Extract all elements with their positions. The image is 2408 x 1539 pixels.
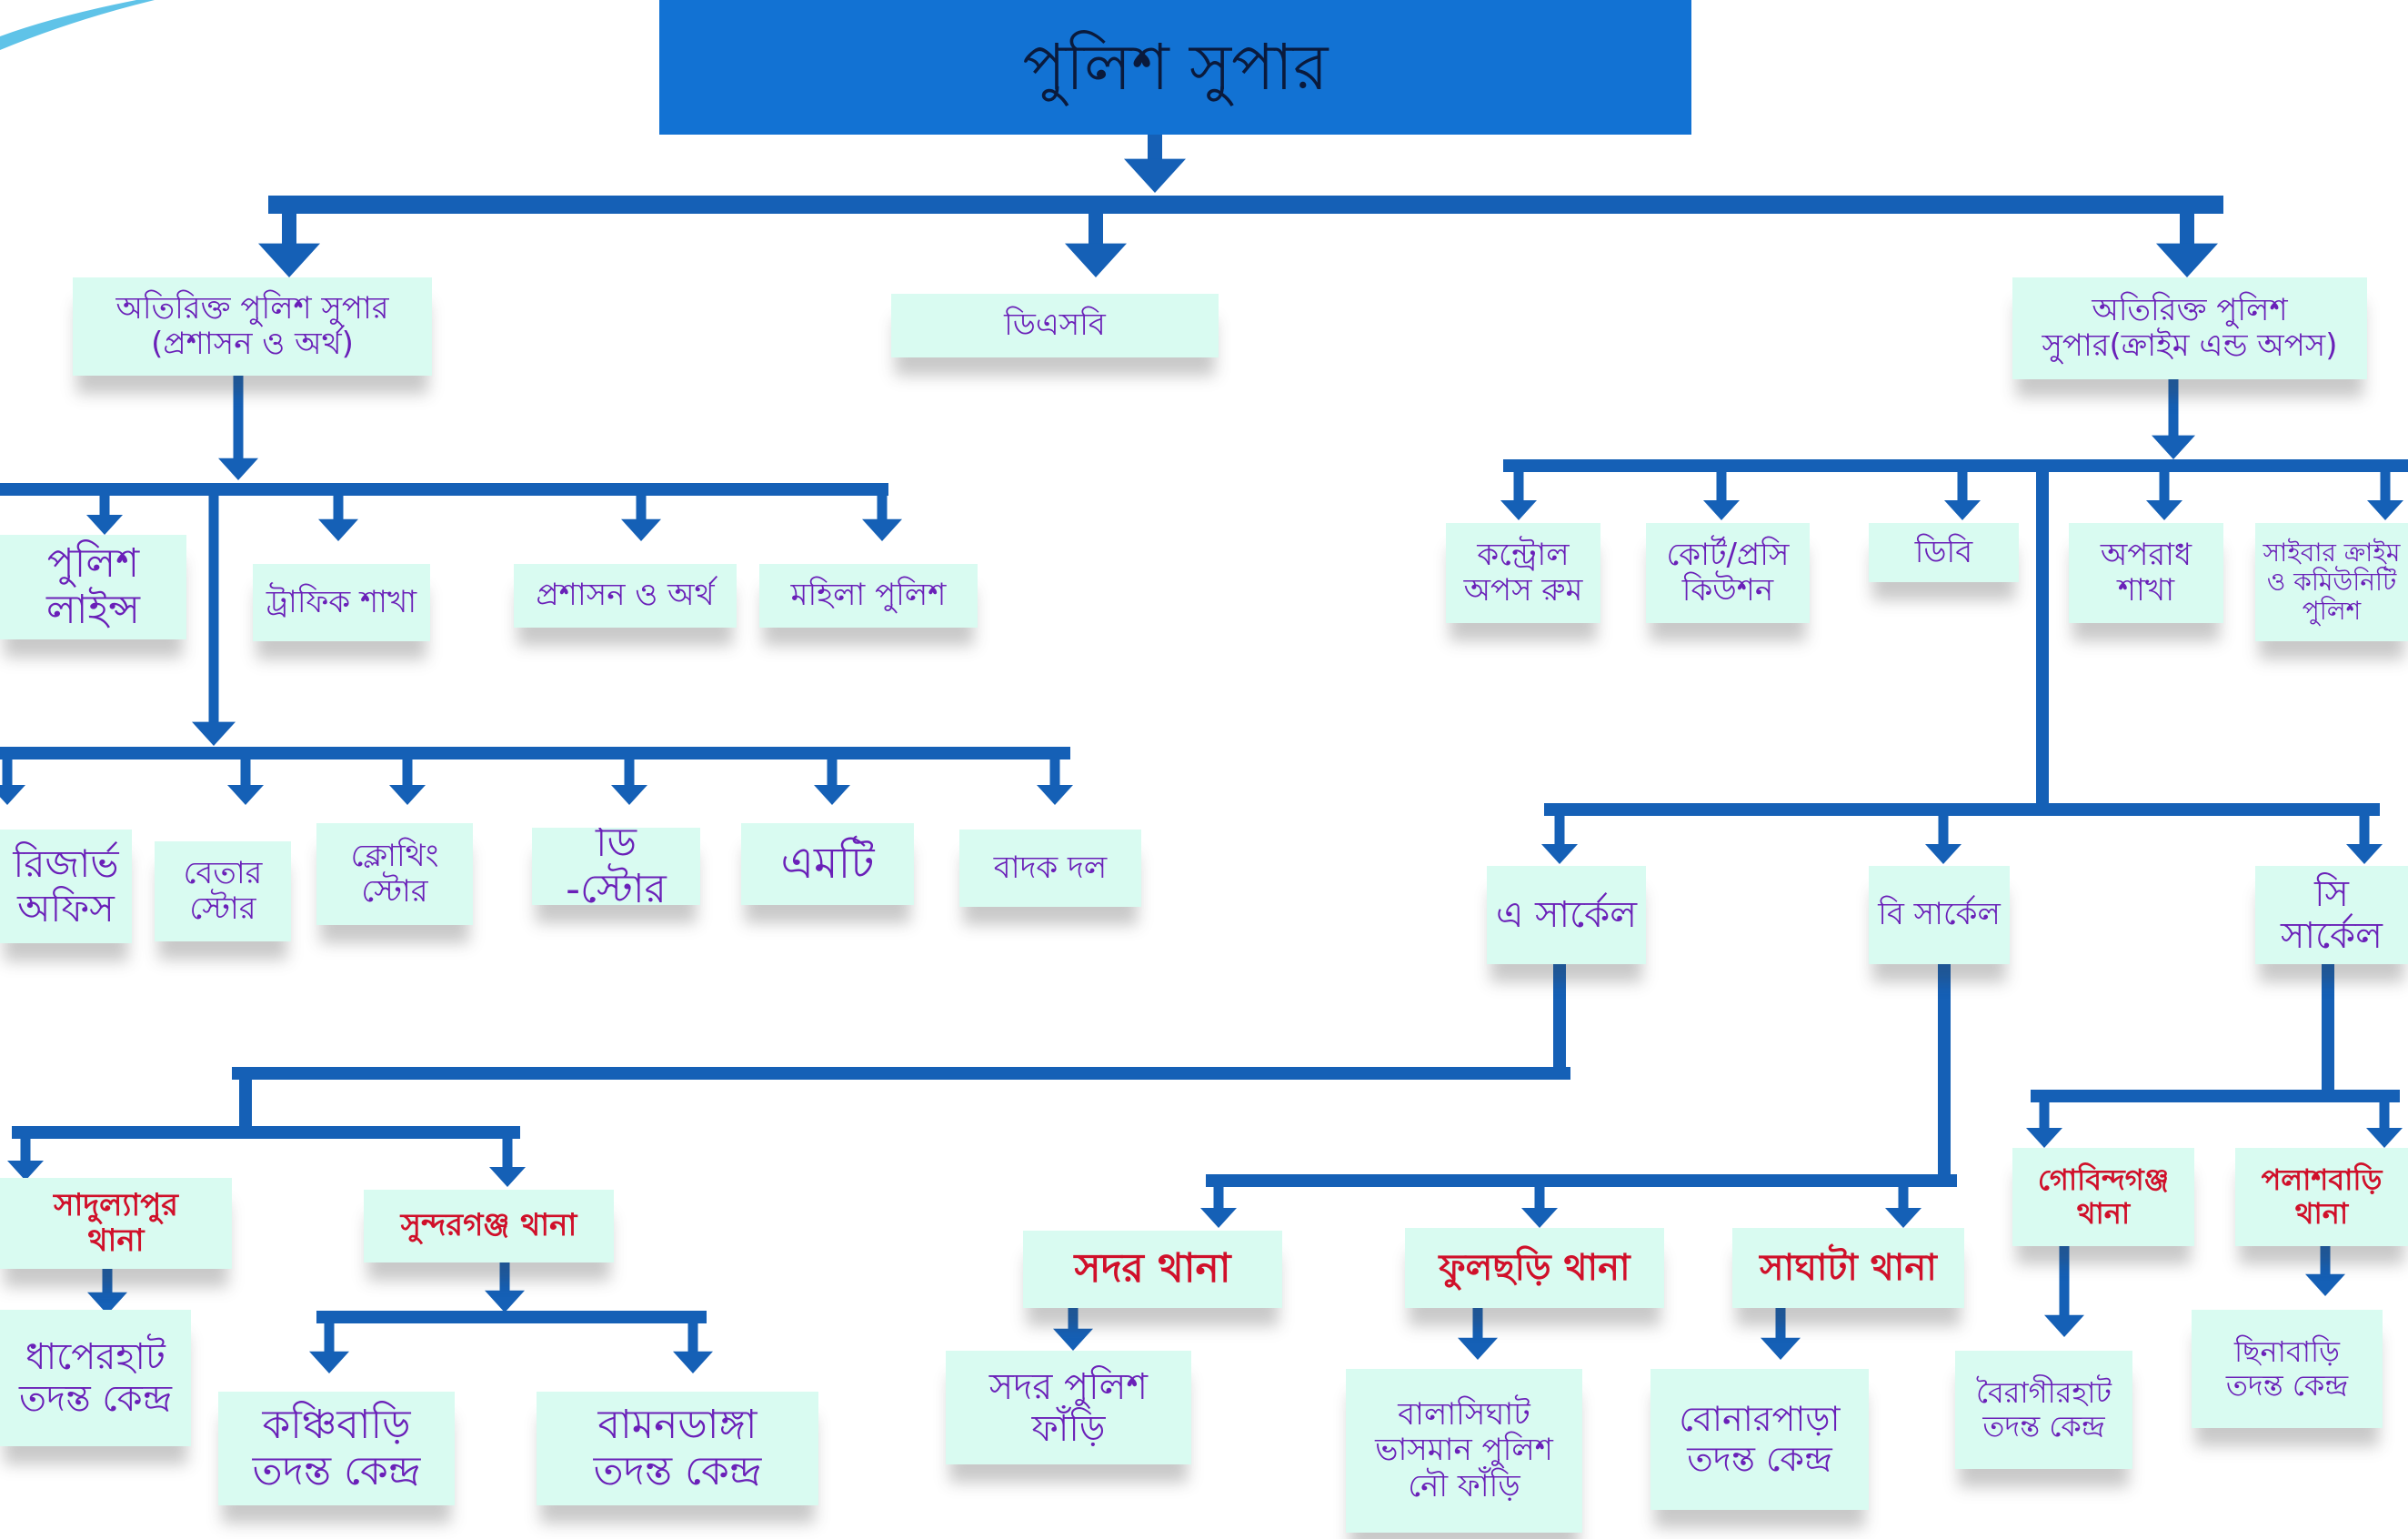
arrow-head-80 [1885, 1208, 1921, 1228]
reserve-office-box: রিজার্ভ অফিস [0, 830, 132, 943]
arrow-head-8 [2156, 243, 2218, 277]
court-prosecution-box: কোর্ট/প্রসি কিউশন [1646, 523, 1810, 623]
arrow-head-61 [7, 1161, 44, 1181]
arrow-head-34 [1037, 785, 1073, 805]
arrow-head-10 [218, 458, 258, 480]
arrow-head-92 [2366, 1128, 2403, 1148]
arrow-head-45 [2146, 500, 2182, 520]
additional-sp-crime-box: অতিরিক্ত পুলিশ সুপার(ক্রাইম এন্ড অপস) [2012, 277, 2367, 379]
arrow-head-39 [1500, 500, 1537, 520]
sadar-station-box: সদর থানা [1023, 1231, 1282, 1308]
arrow-head-96 [2305, 1273, 2345, 1296]
women-police-box: মহিলা পুলিশ [759, 564, 978, 628]
arrow-head-36 [2152, 435, 2195, 459]
admin-finance-box: প্রশাসন ও অর্থ [514, 564, 737, 628]
traffic-branch-box: ট্রাফিক শাখা [253, 564, 430, 641]
arrow-head-67 [485, 1290, 525, 1313]
saghata-station-box: সাঘাটা থানা [1732, 1228, 1964, 1308]
control-ops-room-box: কন্ট্রোল অপস রুম [1446, 523, 1600, 623]
arrow-head-41 [1703, 500, 1740, 520]
arrow-head-90 [2026, 1128, 2062, 1148]
arrow-head-47 [2367, 500, 2403, 520]
arrow-head-82 [1053, 1328, 1093, 1351]
sadullapur-station-box: সাদুল্যাপুর থানা [0, 1178, 232, 1269]
arrow-head-15 [318, 518, 358, 541]
arrow-head-76 [1200, 1208, 1237, 1228]
mt-box: এমটি [741, 823, 914, 905]
arrow-head-70 [309, 1351, 349, 1373]
arrow-head-94 [2044, 1314, 2084, 1337]
d-store-box: ডি -স্টোর [532, 828, 700, 905]
palashbari-station-box: পলাশবাড়ি থানা [2235, 1148, 2408, 1246]
arrow-head-13 [86, 515, 123, 535]
gobindaganj-station-box: গোবিন্দগঞ্জ থানা [2012, 1148, 2194, 1246]
arrow-head-19 [862, 518, 902, 541]
superintendent-box: পুলিশ সুপার [659, 0, 1691, 135]
arrow-head-28 [389, 785, 426, 805]
arrow-head-32 [814, 785, 850, 805]
arrow-head-30 [611, 785, 647, 805]
dsb-box: ডিএসবি [891, 294, 1219, 357]
additional-sp-admin-box: অতিরিক্ত পুলিশ সুপার (প্রশাসন ও অর্থ) [73, 277, 432, 376]
arrow-head-21 [192, 721, 236, 746]
sadar-outpost-box: সদর পুলিশ ফাঁড়ি [946, 1351, 1191, 1464]
arrow-head-43 [1944, 500, 1981, 520]
fulchhari-station-box: ফুলছড়ি থানা [1405, 1228, 1664, 1308]
dhaperhat-center-box: ধাপেরহাট তদন্ত কেন্দ্র [0, 1310, 191, 1446]
clothing-store-box: ক্লোথিং স্টোর [316, 823, 473, 925]
arrow-head-53 [1925, 844, 1962, 864]
crime-branch-box: অপরাধ শাখা [2069, 523, 2223, 623]
balasighat-outpost-box: বালাসিঘাট ভাসমান পুলিশ নৌ ফাঁড়ি [1346, 1369, 1582, 1533]
bonarpara-center-box: বোনারপাড়া তদন্ত কেন্দ্র [1650, 1369, 1869, 1510]
kanchibari-center-box: কঞ্চিবাড়ি তদন্ত কেন্দ্র [218, 1392, 455, 1505]
db-box: ডিবি [1869, 523, 2019, 582]
cyber-crime-box: সাইবার ক্রাইম ও কমিউনিটি পুলিশ [2255, 523, 2408, 641]
bamandanga-center-box: বামনডাঙ্গা তদন্ত কেন্দ্র [537, 1392, 818, 1505]
arrow-head-17 [621, 518, 661, 541]
police-lines-box: পুলিশ লাইন্স [0, 535, 186, 639]
arrow-head-4 [258, 243, 320, 277]
radio-store-box: বেতার স্টোর [155, 841, 291, 941]
bairagirhat-center-box: বৈরাগীরহাট তদন্ত কেন্দ্র [1955, 1351, 2132, 1469]
arrow-head-26 [227, 785, 264, 805]
arrow-head-65 [87, 1292, 127, 1314]
sundarganj-station-box: সুন্দরগঞ্জ থানা [364, 1190, 614, 1262]
arrow-head-63 [489, 1167, 526, 1187]
a-circle-box: এ সার্কেল [1487, 866, 1646, 964]
band-party-box: বাদক দল [959, 830, 1141, 907]
chhinabari-center-box: ছিনাবাড়ি তদন্ত কেন্দ্র [2192, 1310, 2383, 1428]
arrow-head-86 [1761, 1337, 1801, 1360]
arrow-head-24 [0, 785, 25, 805]
arrow-head-84 [1458, 1337, 1498, 1360]
arrow-head-72 [673, 1351, 713, 1373]
arrow-head-1 [1124, 158, 1186, 193]
arrow-head-51 [1541, 844, 1578, 864]
arrow-head-78 [1521, 1208, 1558, 1228]
c-circle-box: সি সার্কেল [2255, 866, 2408, 964]
arrow-head-55 [2346, 844, 2383, 864]
b-circle-box: বি সার্কেল [1869, 866, 2010, 964]
arrow-head-6 [1065, 243, 1127, 277]
